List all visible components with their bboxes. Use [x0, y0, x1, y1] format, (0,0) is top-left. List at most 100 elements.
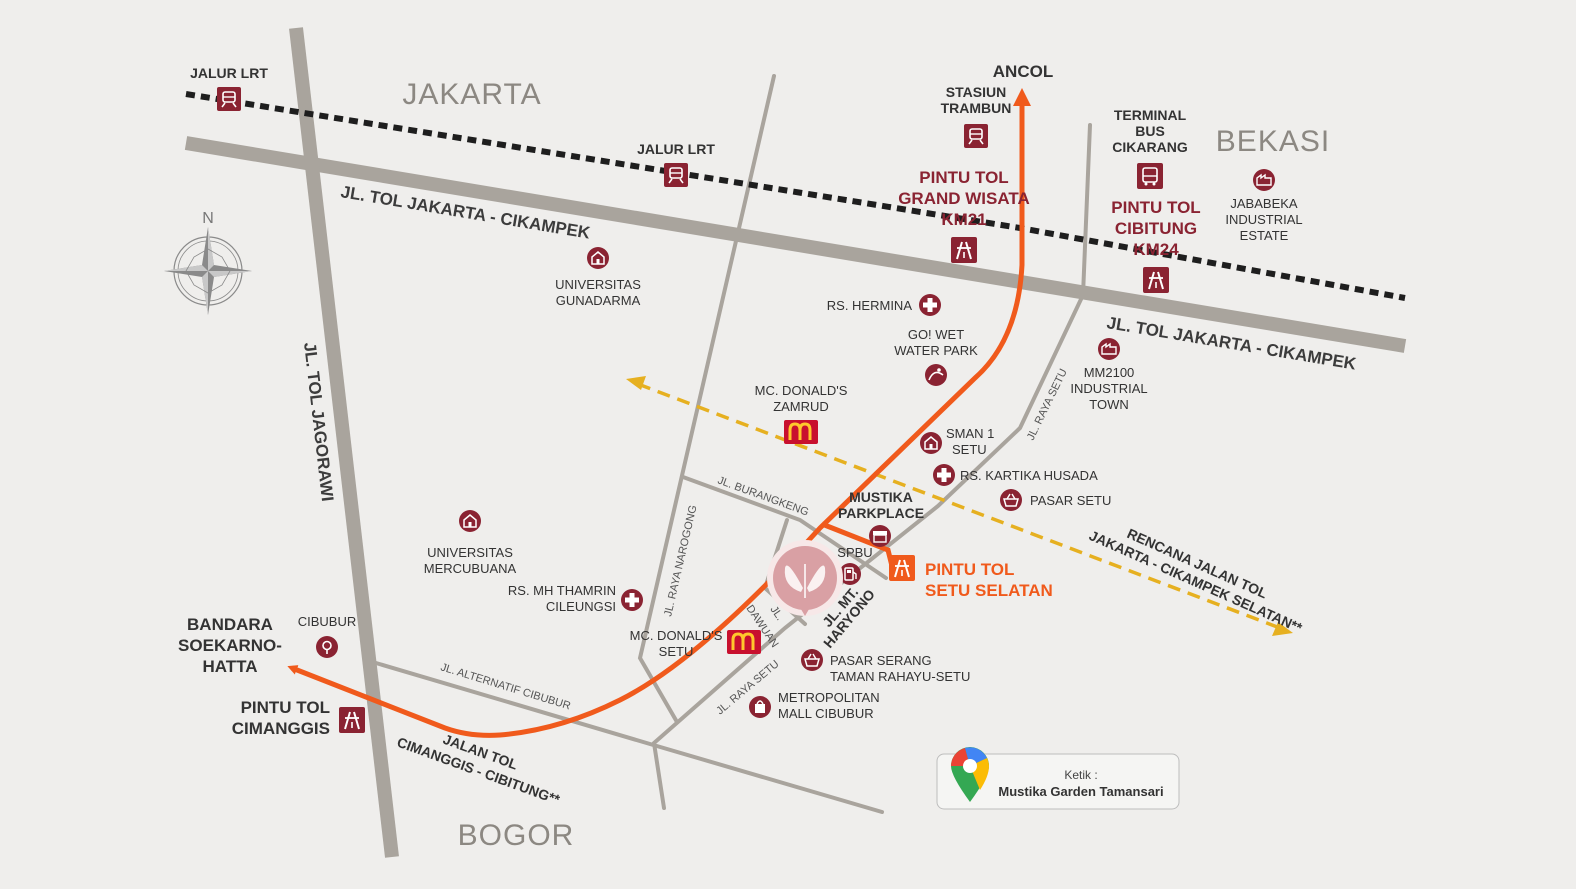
access-route-to-airport	[287, 102, 1025, 738]
label-mm2100-1: MM2100	[1084, 365, 1135, 380]
project-location-marker-icon	[767, 540, 843, 616]
label-thamrin-1: RS. MH THAMRIN	[508, 583, 616, 598]
route-arrow-ancol-icon	[1013, 88, 1031, 106]
label-spbu: SPBU	[837, 545, 872, 560]
cibubur-pin-icon	[315, 635, 339, 659]
label-metropolitan-2: MALL CIBUBUR	[778, 706, 874, 721]
label-pasar-setu: PASAR SETU	[1030, 493, 1111, 508]
destination-bandara-3: HATTA	[202, 657, 257, 676]
factory-mm2100-icon	[1097, 337, 1121, 361]
label-cibubur: CIBUBUR	[298, 614, 357, 629]
label-jl-raya-setu-south: JL. RAYA SETU	[714, 658, 781, 717]
label-rs-kartika: RS. KARTIKA HUSADA	[960, 468, 1098, 483]
road-tol-jagorawi	[289, 27, 399, 858]
label-mcd-zamrud-1: MC. DONALD'S	[755, 383, 848, 398]
lrt-station-middle-icon	[663, 162, 689, 188]
toll-gate-grand-wisata-icon	[950, 236, 978, 264]
destination-bandara-1: BANDARA	[187, 615, 273, 634]
label-mustika-1: MUSTIKA	[849, 489, 913, 505]
label-toll-grand-wisata-2: GRAND WISATA	[898, 189, 1030, 208]
maps-box-location-name: Mustika Garden Tamansari	[998, 784, 1163, 799]
label-jl-burangkeng: JL. BURANGKENG	[716, 475, 810, 519]
mcdonalds-setu-icon	[725, 628, 763, 656]
road-tol-jakarta-cikampek	[184, 136, 1407, 353]
maps-box-prefix: Ketik :	[1064, 768, 1097, 782]
label-pasar-serang-1: PASAR SERANG	[830, 653, 932, 668]
road-raya-narogong	[637, 74, 776, 724]
label-gunadarma-1: UNIVERSITAS	[555, 277, 641, 292]
google-maps-search-box[interactable]: Ketik : Mustika Garden Tamansari	[936, 747, 1180, 810]
label-rs-hermina: RS. HERMINA	[827, 298, 913, 313]
label-mercubuana-2: MERCUBUANA	[424, 561, 517, 576]
mcdonalds-zamrud-icon	[782, 418, 820, 446]
label-pasar-serang-2: TAMAN RAHAYU-SETU	[830, 669, 970, 684]
label-mcd-zamrud-2: ZAMRUD	[773, 399, 829, 414]
google-maps-pin-icon	[951, 747, 989, 802]
planned-toll-arrow-west-icon	[626, 376, 646, 390]
lrt-station-west-icon	[216, 86, 242, 112]
label-toll-cimanggis-2: CIMANGGIS	[232, 719, 330, 738]
mall-metropolitan-icon	[748, 695, 772, 719]
label-gowet-1: GO! WET	[908, 327, 964, 342]
compass-rose-icon	[164, 227, 252, 315]
label-stasiun-1: STASIUN	[946, 84, 1006, 100]
region-bogor: BOGOR	[458, 819, 575, 852]
label-toll-cibitung-1: PINTU TOL	[1111, 198, 1200, 217]
toll-gate-cibitung-icon	[1142, 266, 1170, 294]
label-jababeka-2: INDUSTRIAL	[1225, 212, 1302, 227]
hospital-kartika-icon	[933, 464, 955, 486]
label-metropolitan-1: METROPOLITAN	[778, 690, 880, 705]
label-toll-cimanggis-1: PINTU TOL	[241, 698, 330, 717]
market-pasar-serang-icon	[800, 648, 824, 672]
hospital-hermina-icon	[919, 294, 941, 316]
market-pasar-setu-icon	[999, 488, 1023, 512]
label-toll-grand-wisata-3: KM21	[941, 210, 986, 229]
label-sman-2: SETU	[952, 442, 987, 457]
label-mm2100-2: INDUSTRIAL	[1070, 381, 1147, 396]
destination-ancol: ANCOL	[993, 62, 1053, 81]
university-mercubuana-icon	[458, 509, 482, 533]
region-jakarta: JAKARTA	[402, 78, 541, 111]
bus-terminal-icon	[1136, 162, 1164, 190]
factory-jababeka-icon	[1252, 168, 1276, 192]
label-jababeka-1: JABABEKA	[1230, 196, 1298, 211]
region-bekasi: BEKASI	[1216, 125, 1330, 158]
label-gowet-2: WATER PARK	[894, 343, 978, 358]
planned-toll-route	[637, 382, 1281, 630]
mustika-parkplace-icon	[868, 524, 892, 548]
label-toll-grand-wisata-1: PINTU TOL	[919, 168, 1008, 187]
label-toll-cibitung-2: CIBITUNG	[1115, 219, 1197, 238]
label-jalur-lrt-west: JALUR LRT	[190, 65, 268, 81]
road-alternatif-cibubur	[374, 661, 884, 814]
label-thamrin-2: CILEUNGSI	[546, 599, 616, 614]
water-park-icon	[924, 363, 948, 387]
planned-toll-arrow-east-icon	[1272, 622, 1293, 636]
label-toll-setu-selatan-1: PINTU TOL	[925, 560, 1014, 579]
label-mustika-2: PARKPLACE	[838, 505, 924, 521]
label-gunadarma-2: GUNADARMA	[556, 293, 641, 308]
university-gunadarma-icon	[586, 246, 610, 270]
label-sman-1: SMAN 1	[946, 426, 994, 441]
label-jl-raya-narogong: JL. RAYA NAROGONG	[662, 504, 699, 618]
label-jalur-lrt-middle: JALUR LRT	[637, 141, 715, 157]
toll-gate-cimanggis-icon	[338, 706, 366, 734]
label-rencana-tol-2: JAKARTA - CIKAMPEK SELATAN**	[1087, 527, 1305, 636]
school-sman1-icon	[919, 431, 943, 455]
hospital-thamrin-icon	[621, 589, 643, 611]
label-terminal-3: CIKARANG	[1112, 139, 1188, 155]
label-terminal-2: BUS	[1135, 123, 1165, 139]
label-mcd-setu-1: MC. DONALD'S	[630, 628, 723, 643]
label-stasiun-2: TRAMBUN	[941, 100, 1012, 116]
road-burangkeng	[681, 475, 888, 580]
toll-gate-setu-selatan-icon	[888, 554, 916, 582]
train-station-icon	[963, 123, 989, 149]
label-toll-cibitung-3: KM24	[1133, 240, 1179, 259]
destination-bandara-2: SOEKARNO-	[178, 636, 282, 655]
label-terminal-1: TERMINAL	[1114, 107, 1187, 123]
label-jababeka-3: ESTATE	[1240, 228, 1289, 243]
label-mcd-setu-2: SETU	[659, 644, 694, 659]
label-mm2100-3: TOWN	[1089, 397, 1128, 412]
compass-north-label: N	[202, 210, 214, 227]
label-toll-setu-selatan-2: SETU SELATAN	[925, 581, 1053, 600]
